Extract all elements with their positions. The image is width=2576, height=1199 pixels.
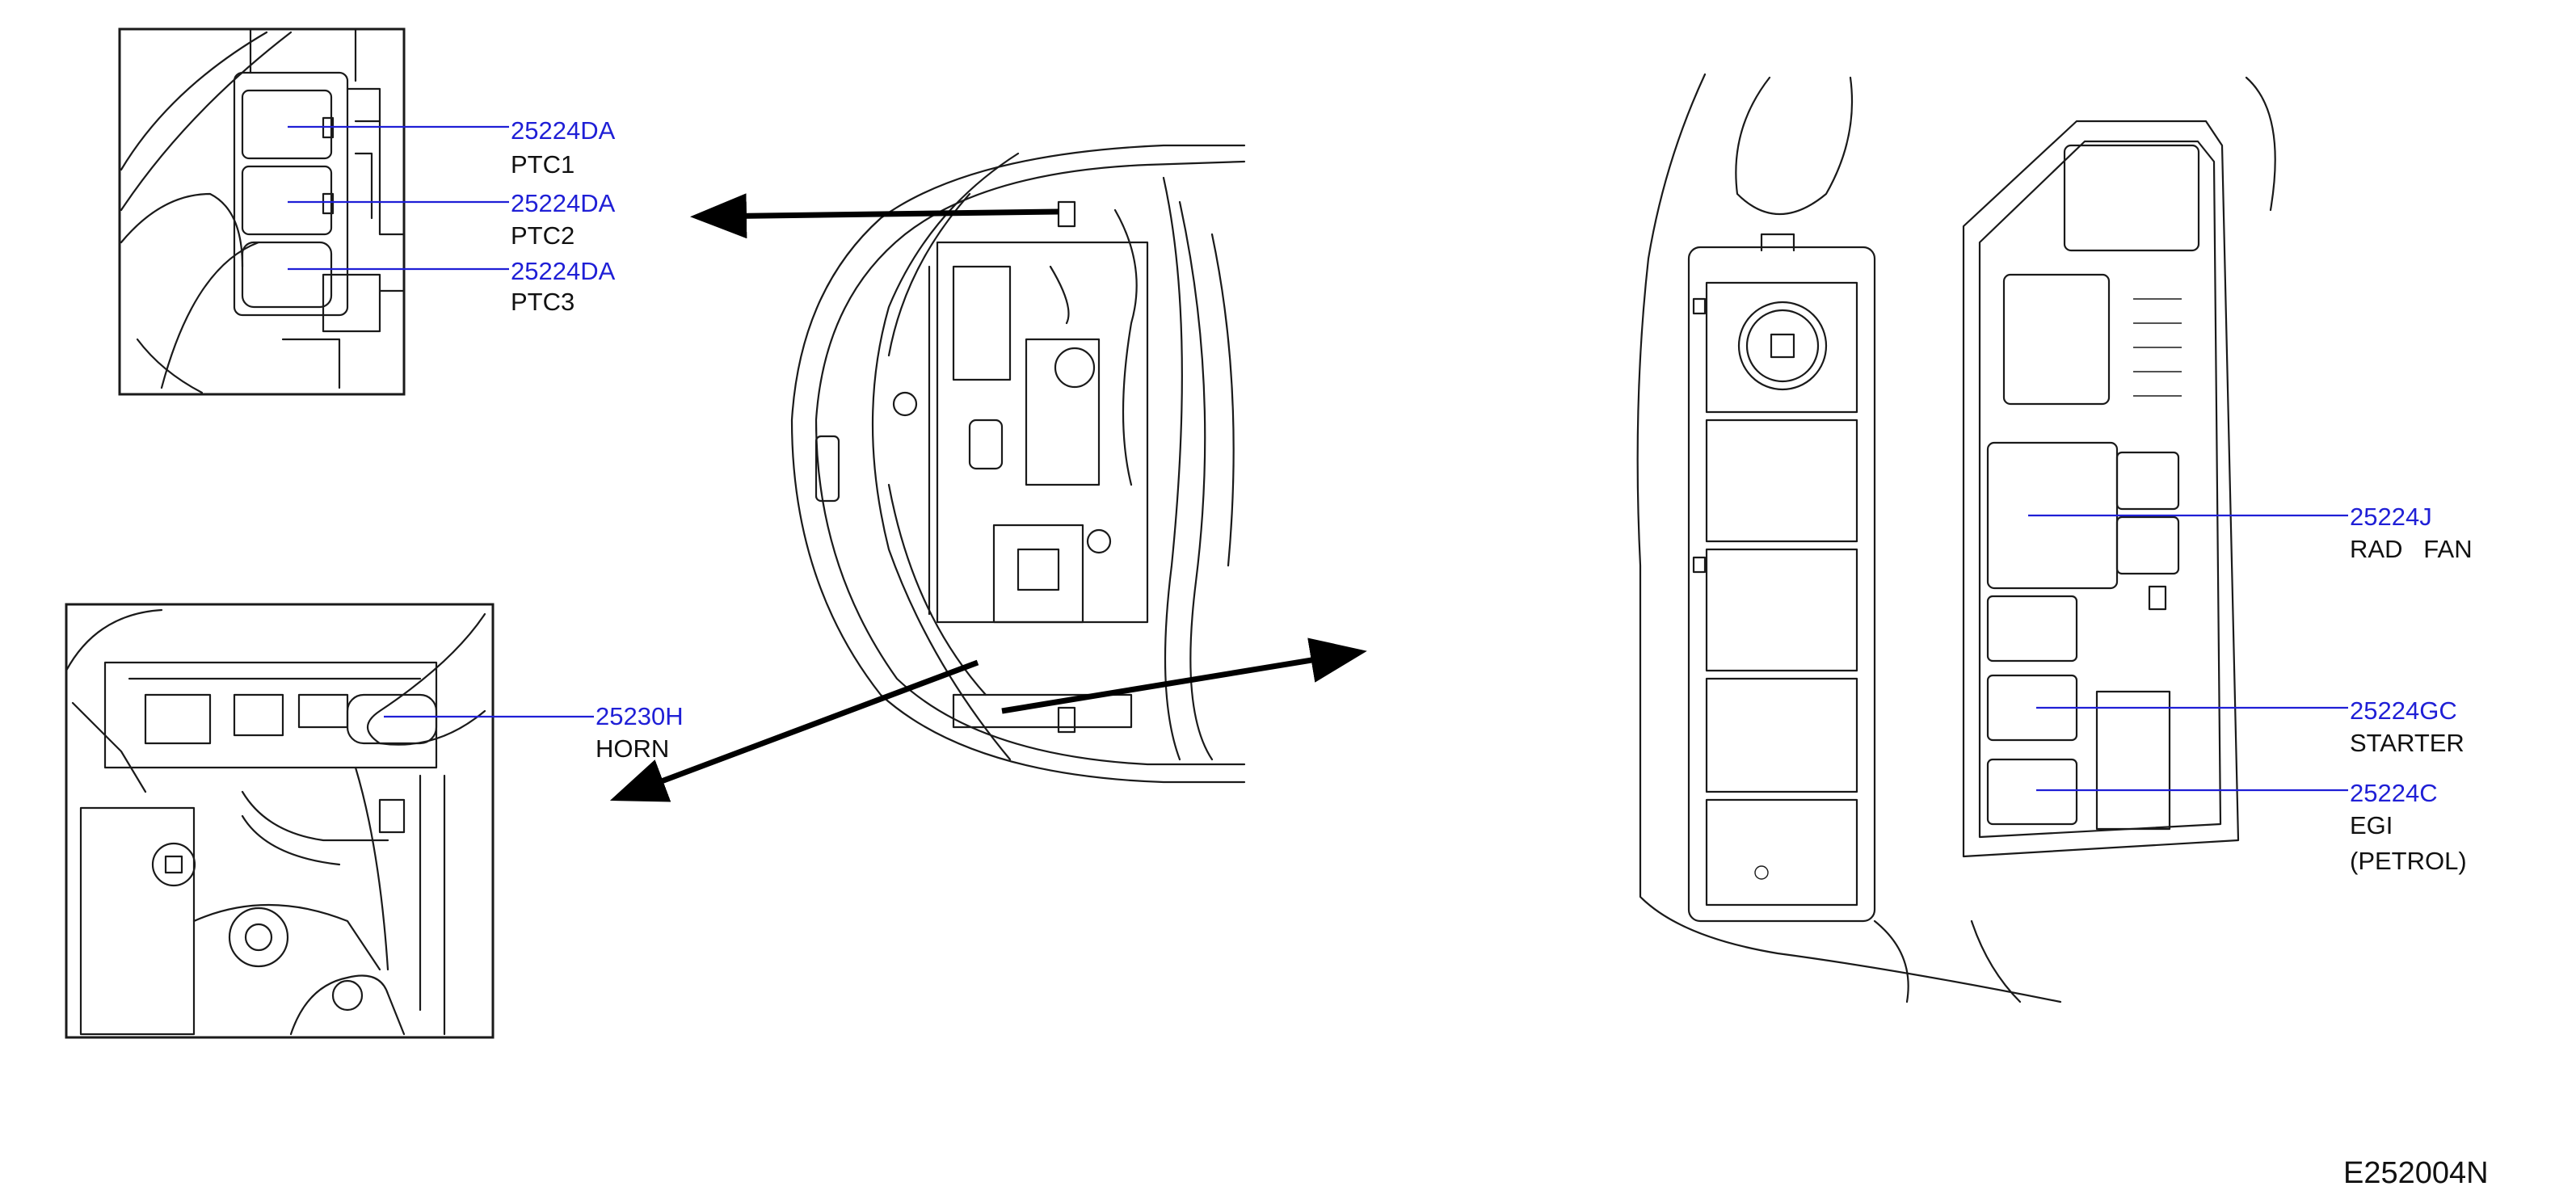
ptc2-relay <box>241 165 333 236</box>
relay-box <box>1962 120 2240 858</box>
arrow-to-ptc-detail <box>690 193 1059 239</box>
horn-label: HORN <box>596 734 669 763</box>
ptc1-label: PTC1 <box>511 150 575 179</box>
relay-box-detail <box>1636 73 2348 1003</box>
egi-label: EGI <box>2350 811 2393 839</box>
ptc2-label: PTC2 <box>511 221 575 250</box>
egi-part-number: 25224C <box>2350 779 2438 807</box>
figure-code: E252004N <box>2343 1156 2489 1190</box>
horn-detail-frame <box>65 603 495 1039</box>
ptc2-part-number: 25224DA <box>511 189 616 217</box>
ptc3-part-number: 25224DA <box>511 257 616 285</box>
arrow-to-horn-detail <box>609 659 979 802</box>
ptc1-relay <box>241 89 333 160</box>
horn-relay <box>346 693 438 745</box>
fuse-block <box>1687 246 1876 923</box>
ptc3-label: PTC3 <box>511 288 575 316</box>
engine-compartment-overview <box>790 144 1246 784</box>
egi-relay <box>1986 758 2078 826</box>
starter-label: STARTER <box>2350 729 2464 757</box>
ptc-relay-detail <box>118 27 509 396</box>
starter-part-number: 25224GC <box>2350 696 2457 725</box>
horn-relay-detail <box>65 603 594 1039</box>
rad-fan-part-number: 25224J <box>2350 503 2432 531</box>
egi-label-petrol: (PETROL) <box>2350 847 2467 875</box>
ptc-detail-frame <box>118 27 406 396</box>
ptc1-part-number: 25224DA <box>511 116 616 145</box>
horn-part-number: 25230H <box>596 702 684 730</box>
ptc3-relay <box>241 241 333 309</box>
rad-fan-label: RAD FAN <box>2350 535 2473 563</box>
arrow-to-fuse-box-detail <box>1001 637 1367 714</box>
